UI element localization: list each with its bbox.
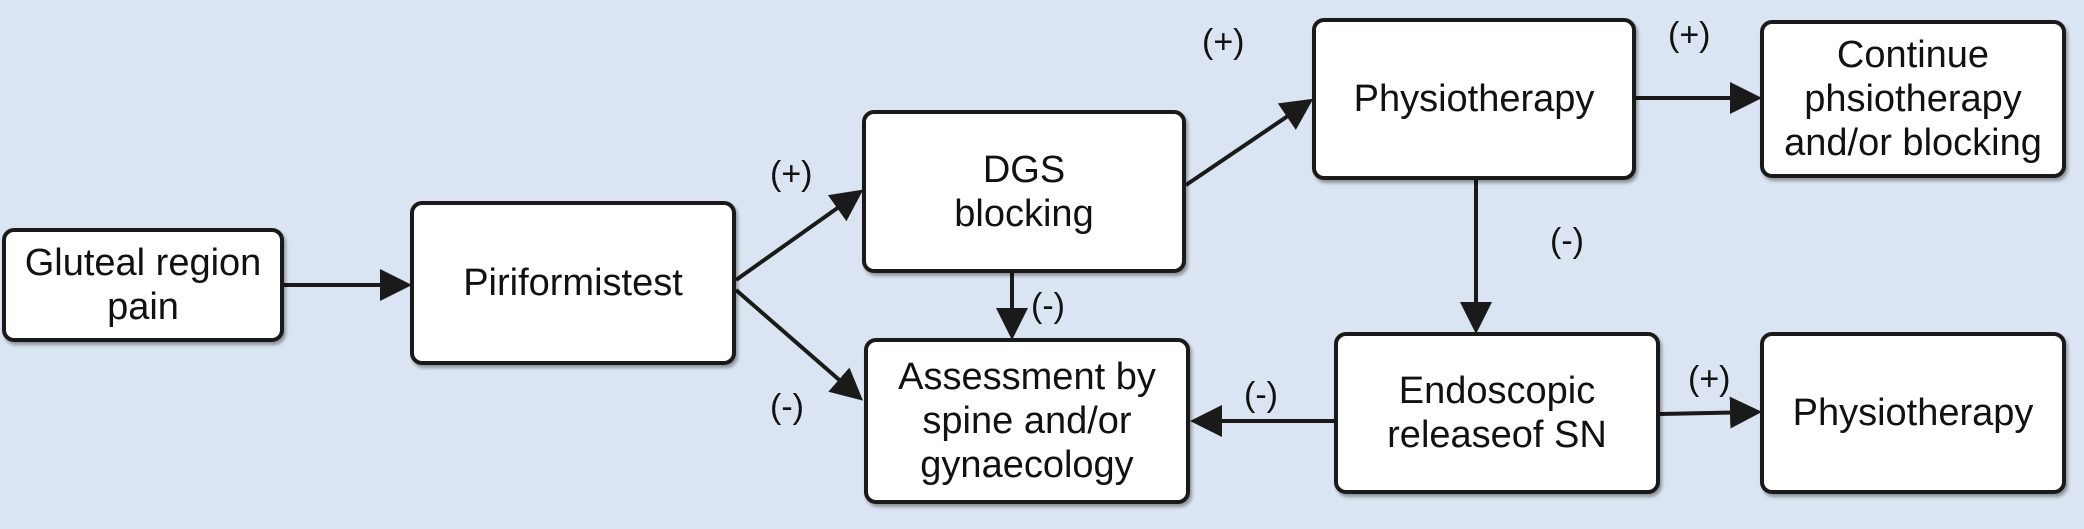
node-piriformis-test: Piriformistest xyxy=(410,201,736,365)
arrow-piriformis-to-dgs xyxy=(734,189,864,282)
node-gluteal-region-pain-text: Gluteal region pain xyxy=(24,242,262,328)
node-assessment-text: Assessment by spine and/or gynaecology xyxy=(898,356,1156,486)
node-physiotherapy-top-text: Physiotherapy xyxy=(1353,78,1595,120)
label-minus-endoscopic-assessment: (-) xyxy=(1244,376,1278,414)
arrow-piriformis-to-assessment xyxy=(734,288,864,401)
label-plus-physio-continue: (+) xyxy=(1668,16,1711,54)
label-plus-endoscopic-physio: (+) xyxy=(1688,360,1731,398)
node-piriformis-test-text: Piriformistest xyxy=(463,262,683,304)
label-minus-dgs-assessment: (-) xyxy=(1031,287,1065,325)
node-continue-physiotherapy: Continue phsiotherapy and/or blocking xyxy=(1760,20,2066,178)
node-gluteal-region-pain: Gluteal region pain xyxy=(2,228,284,342)
node-endoscopic-release-text: Endoscopic releaseof SN xyxy=(1387,370,1607,456)
label-minus-physio-endoscopic: (-) xyxy=(1550,222,1584,260)
label-minus-piriformis-assessment: (-) xyxy=(770,388,804,426)
node-dgs-blocking: DGS blocking xyxy=(862,110,1186,273)
label-plus-piriformis-dgs: (+) xyxy=(770,155,813,193)
node-dgs-blocking-text: DGS blocking xyxy=(954,148,1094,235)
node-physiotherapy-bottom-text: Physiotherapy xyxy=(1792,392,2034,434)
node-continue-physiotherapy-text: Continue phsiotherapy and/or blocking xyxy=(1784,34,2042,164)
node-assessment: Assessment by spine and/or gynaecology xyxy=(864,338,1190,504)
node-physiotherapy-bottom: Physiotherapy xyxy=(1760,332,2066,494)
arrow-endoscopic-to-physio-bottom xyxy=(1659,396,1762,429)
node-physiotherapy-top: Physiotherapy xyxy=(1312,18,1636,180)
label-plus-dgs-physio: (+) xyxy=(1202,23,1245,61)
node-endoscopic-release: Endoscopic releaseof SN xyxy=(1334,332,1660,494)
arrow-dgs-to-physio-top xyxy=(1184,98,1314,187)
